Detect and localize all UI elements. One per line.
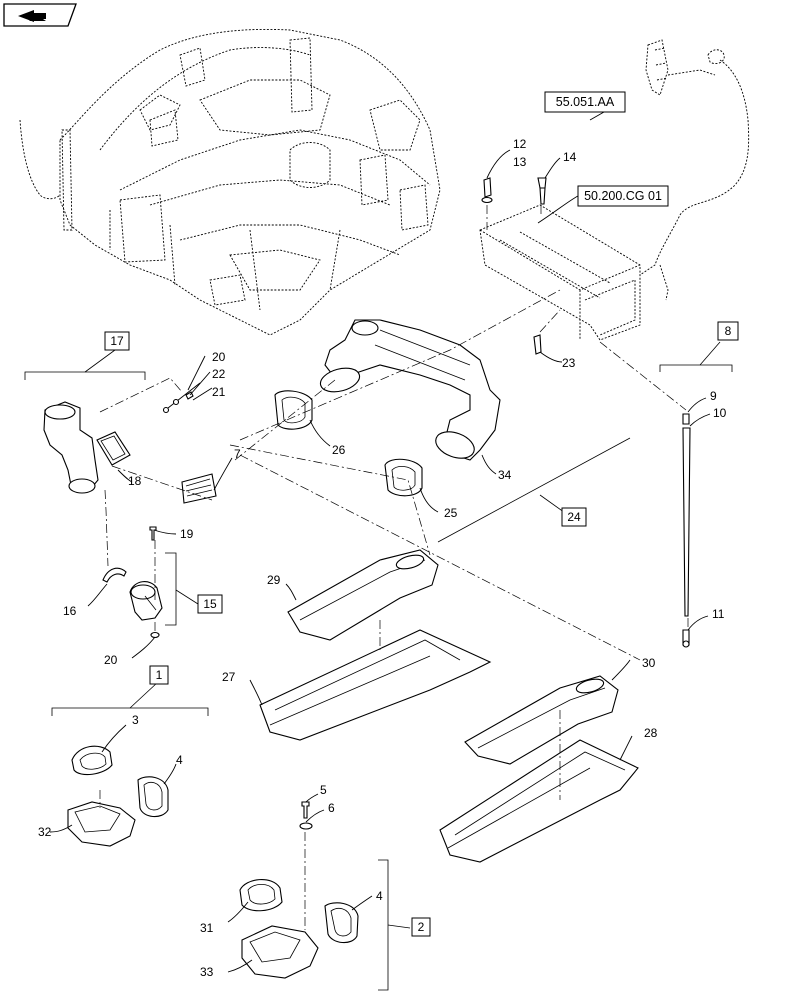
bracket-1 (51, 681, 209, 716)
callout-27: 27 (222, 670, 236, 684)
callout-4-lower: 4 (376, 889, 383, 903)
callout-5: 5 (320, 783, 327, 797)
callout-box-15[interactable]: 15 (197, 594, 223, 614)
callout-32: 32 (38, 825, 52, 839)
bracket-2 (378, 859, 411, 991)
vent-group-1 (67, 745, 169, 847)
duct-30 (464, 675, 619, 765)
next-page-arrow-icon[interactable] (3, 3, 77, 27)
callout-7: 7 (234, 447, 241, 461)
gasket-25 (384, 458, 423, 497)
svg-text:50.200.CG 01: 50.200.CG 01 (584, 189, 662, 203)
screw-19 (149, 526, 157, 541)
tray-27 (259, 629, 492, 741)
callout-21: 21 (212, 385, 226, 399)
callout-23: 23 (562, 356, 576, 370)
callout-box-17[interactable]: 17 (104, 331, 130, 351)
callout-26: 26 (332, 443, 346, 457)
duct-assembly-34 (319, 319, 501, 461)
svg-text:1: 1 (156, 668, 163, 682)
vent-group-2 (239, 801, 359, 979)
callout-12: 12 (513, 137, 527, 151)
callout-3: 3 (132, 713, 139, 727)
leader-lines (49, 99, 711, 973)
callout-20-bottom: 20 (104, 653, 118, 667)
elbow-15 (129, 581, 163, 621)
callout-19: 19 (180, 527, 194, 541)
callout-14: 14 (563, 150, 577, 164)
filter-7 (181, 473, 217, 504)
callout-30: 30 (642, 656, 656, 670)
bolt-14 (537, 177, 547, 205)
bracket-15 (165, 552, 199, 626)
callout-33: 33 (200, 965, 214, 979)
bracket-8 (659, 341, 733, 372)
callout-labels: 12 13 14 23 9 10 11 20 22 21 7 26 34 25 … (38, 137, 727, 979)
callout-28: 28 (644, 726, 658, 740)
bracket-17 (24, 349, 146, 380)
svg-text:24: 24 (567, 510, 581, 524)
svg-text:8: 8 (725, 324, 732, 338)
bolt-12-13 (481, 177, 493, 204)
gasket-26 (274, 390, 313, 430)
callout-20-top: 20 (212, 350, 226, 364)
callout-10: 10 (713, 406, 727, 420)
rod-assembly-8 (682, 413, 691, 648)
callout-18: 18 (128, 474, 142, 488)
wiring-harness (639, 39, 750, 301)
duct-29 (287, 549, 439, 641)
callout-13: 13 (513, 155, 527, 169)
callout-31: 31 (200, 921, 214, 935)
svg-text:55.051.AA: 55.051.AA (556, 95, 615, 109)
ref-box-50200[interactable]: 50.200.CG 01 (577, 185, 669, 207)
callout-34: 34 (498, 468, 512, 482)
bolts-20-21-22 (162, 382, 201, 414)
callout-25: 25 (444, 506, 458, 520)
callout-11: 11 (712, 607, 725, 621)
svg-text:17: 17 (110, 334, 124, 348)
battery-box (479, 204, 641, 341)
svg-text:2: 2 (418, 920, 425, 934)
clip-16 (102, 567, 127, 583)
callout-22: 22 (212, 367, 226, 381)
svg-text:15: 15 (203, 597, 217, 611)
callout-6: 6 (328, 801, 335, 815)
callout-16: 16 (63, 604, 77, 618)
alignment-lines (99, 205, 689, 930)
callout-box-2[interactable]: 2 (411, 917, 431, 937)
callout-29: 29 (267, 573, 281, 587)
duct-18-assembly (43, 401, 131, 494)
washer-20 (150, 631, 160, 639)
tray-28 (439, 739, 639, 863)
callout-box-24[interactable]: 24 (561, 507, 587, 527)
screw-23 (533, 334, 542, 355)
callout-box-8[interactable]: 8 (717, 321, 739, 341)
callout-9: 9 (710, 389, 717, 403)
ref-box-55051[interactable]: 55.051.AA (544, 91, 626, 113)
callout-box-1[interactable]: 1 (149, 665, 169, 685)
cab-frame-assembly (19, 28, 441, 336)
callout-4-upper: 4 (176, 753, 183, 767)
